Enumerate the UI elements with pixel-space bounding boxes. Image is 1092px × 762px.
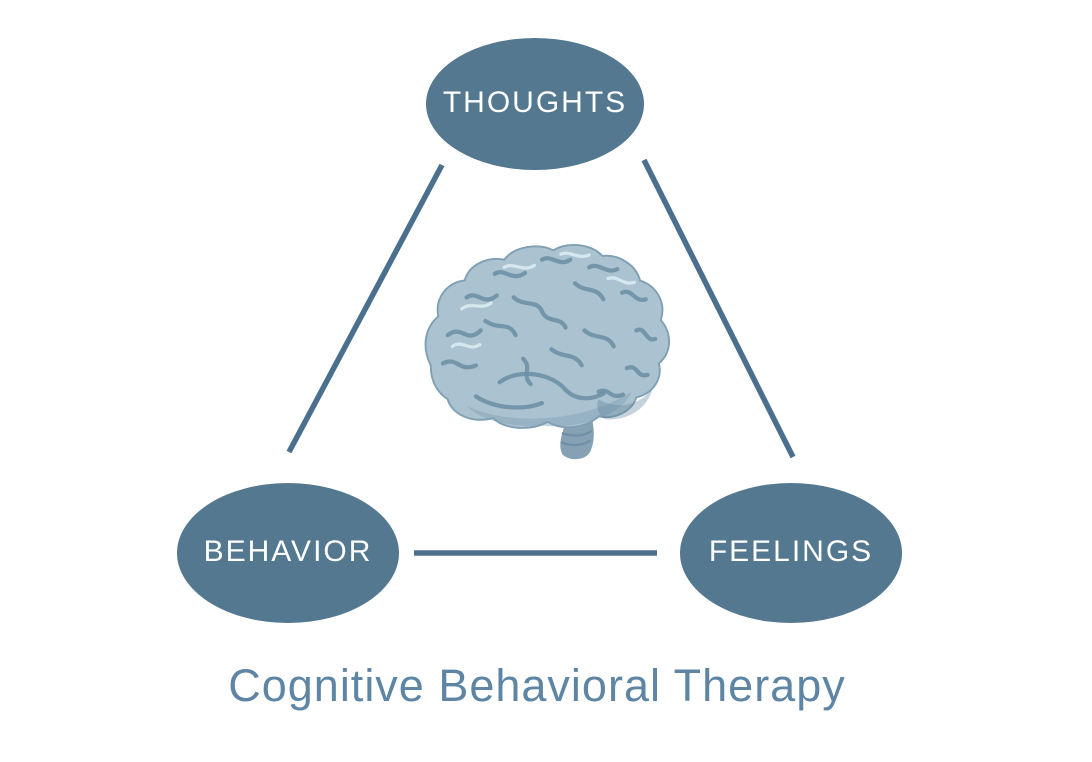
node-feelings: FEELINGS — [680, 483, 902, 623]
brain-stem — [560, 418, 594, 460]
brain-icon — [424, 244, 670, 460]
node-thoughts-label: THOUGHTS — [442, 86, 628, 119]
brain-cerebrum — [424, 244, 670, 429]
node-behavior: BEHAVIOR — [177, 483, 399, 623]
node-feelings-label: FEELINGS — [708, 535, 874, 568]
node-thoughts: THOUGHTS — [426, 38, 644, 170]
diagram-title: Cognitive Behavioral Therapy — [228, 660, 846, 711]
brain-cerebellum-shade — [597, 388, 653, 420]
node-behavior-label: BEHAVIOR — [203, 535, 373, 568]
brain-illustration — [410, 238, 674, 470]
brain-shading — [466, 391, 632, 427]
